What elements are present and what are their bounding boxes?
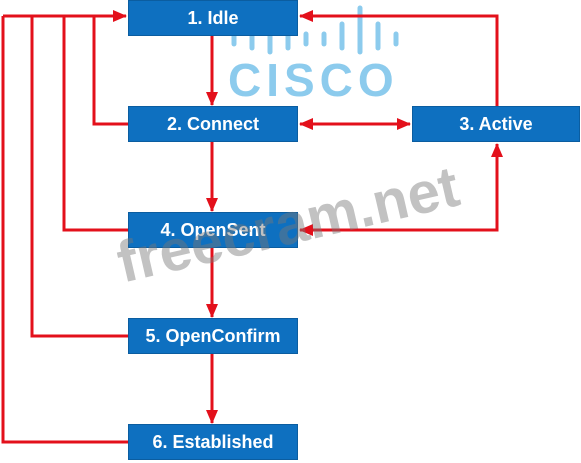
state-opensent: 4. OpenSent — [128, 212, 298, 248]
arrow-active-to-opensent — [299, 213, 499, 236]
arrow-connect-to-idle — [92, 10, 128, 126]
state-active: 3. Active — [412, 106, 580, 142]
state-openconfirm: 5. OpenConfirm — [128, 318, 298, 354]
arrow-established-to-idle — [1, 16, 128, 444]
state-connect: 2. Connect — [128, 106, 298, 142]
arrow-active-to-idle — [299, 10, 499, 106]
arrow-openconfirm-to-idle — [30, 16, 128, 338]
state-established: 6. Established — [128, 424, 298, 460]
arrow-opensent-to-idle — [62, 16, 128, 232]
cisco-watermark: CISCO — [228, 54, 399, 106]
state-idle: 1. Idle — [128, 0, 298, 36]
